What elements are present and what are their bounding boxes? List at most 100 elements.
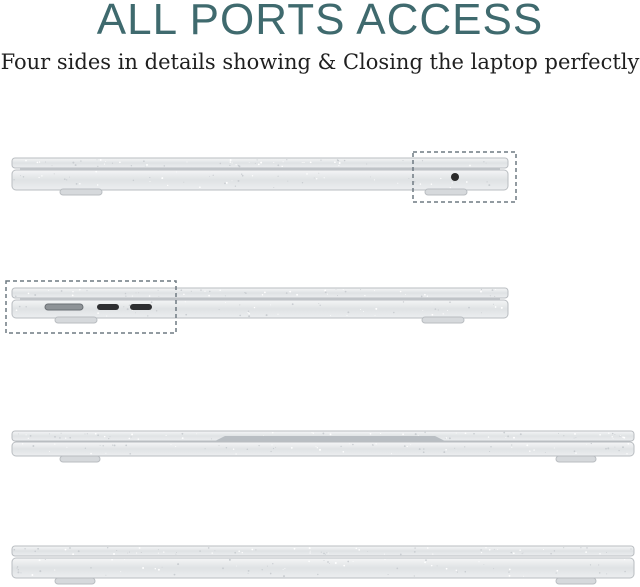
glitter-speck (163, 551, 165, 553)
glitter-speck (296, 293, 299, 296)
glitter-speck (154, 568, 156, 570)
glitter-speck (199, 186, 201, 189)
glitter-speck (109, 436, 111, 438)
glitter-speck (79, 183, 81, 185)
glitter-speck (241, 551, 243, 554)
glitter-speck (229, 161, 232, 163)
glitter-speck (235, 453, 237, 455)
glitter-speck (431, 301, 433, 303)
glitter-speck (507, 435, 510, 438)
glitter-speck (624, 559, 626, 561)
glitter-speck (204, 448, 206, 450)
glitter-speck (469, 164, 471, 167)
glitter-speck (315, 446, 317, 448)
glitter-speck (124, 559, 126, 560)
glitter-speck (60, 290, 63, 292)
usb-c-port-icon (130, 304, 152, 310)
glitter-speck (363, 311, 365, 313)
glitter-speck (218, 445, 220, 447)
glitter-speck (589, 564, 592, 566)
glitter-speck (25, 305, 27, 308)
glitter-speck (511, 444, 513, 446)
glitter-speck (318, 172, 320, 174)
glitter-speck (130, 165, 133, 167)
glitter-speck (135, 292, 137, 294)
glitter-speck (146, 163, 148, 166)
glitter-speck (544, 451, 546, 453)
glitter-speck (513, 436, 515, 439)
glitter-speck (453, 180, 455, 182)
glitter-speck (138, 292, 140, 294)
glitter-speck (413, 551, 416, 553)
glitter-speck (399, 553, 402, 556)
glitter-speck (99, 444, 101, 446)
glitter-speck (402, 301, 405, 303)
glitter-speck (605, 447, 607, 450)
glitter-speck (446, 310, 448, 312)
glitter-speck (624, 570, 626, 573)
glitter-speck (72, 161, 75, 164)
glitter-speck (107, 547, 109, 549)
glitter-speck (238, 550, 241, 553)
glitter-speck (157, 289, 159, 291)
glitter-speck (306, 173, 308, 175)
glitter-speck (232, 448, 235, 450)
glitter-speck (184, 301, 186, 303)
glitter-speck (256, 159, 258, 161)
case-top-shell (11, 545, 635, 557)
glitter-speck (20, 572, 22, 574)
glitter-speck (387, 574, 389, 576)
case-top-shell (11, 157, 509, 169)
glitter-speck (483, 161, 485, 163)
glitter-speck (97, 312, 99, 314)
glitter-speck (248, 315, 251, 318)
glitter-speck (522, 552, 524, 554)
glitter-speck (402, 160, 404, 161)
glitter-speck (273, 162, 275, 163)
glitter-speck (207, 547, 210, 549)
glitter-speck (555, 572, 557, 574)
glitter-speck (430, 183, 433, 186)
glitter-speck (622, 436, 624, 438)
glitter-speck (248, 161, 250, 163)
glitter-speck (200, 289, 202, 291)
glitter-speck (253, 306, 256, 309)
glitter-speck (585, 551, 587, 553)
glitter-speck (260, 161, 263, 164)
glitter-speck (183, 293, 185, 296)
glitter-speck (390, 453, 393, 455)
glitter-speck (338, 162, 341, 164)
case-bottom-shell (11, 557, 635, 579)
glitter-speck (301, 182, 304, 184)
glitter-speck (59, 437, 61, 439)
glitter-speck (96, 159, 98, 161)
glitter-speck (31, 574, 34, 576)
glitter-speck (208, 294, 210, 297)
glitter-speck (318, 303, 320, 305)
glitter-speck (493, 548, 495, 550)
glitter-speck (183, 181, 185, 183)
glitter-speck (68, 176, 70, 178)
glitter-speck (271, 444, 273, 446)
glitter-speck (175, 553, 177, 555)
glitter-speck (22, 176, 25, 178)
glitter-speck (622, 446, 624, 449)
glitter-speck (414, 547, 416, 549)
glitter-speck (519, 549, 521, 552)
glitter-speck (324, 291, 327, 294)
front-view (0, 540, 640, 587)
usb-c-port-icon (97, 304, 119, 310)
glitter-speck (465, 181, 468, 183)
glitter-speck (204, 290, 206, 292)
glitter-speck (246, 448, 249, 451)
glitter-speck (96, 184, 99, 186)
glitter-speck (72, 291, 74, 293)
glitter-speck (445, 567, 448, 570)
glitter-speck (103, 435, 106, 438)
case-foot (555, 455, 597, 463)
glitter-speck (228, 558, 231, 561)
glitter-speck (370, 176, 372, 178)
glitter-speck (38, 176, 40, 179)
glitter-speck (209, 290, 211, 293)
glitter-speck (422, 451, 425, 454)
